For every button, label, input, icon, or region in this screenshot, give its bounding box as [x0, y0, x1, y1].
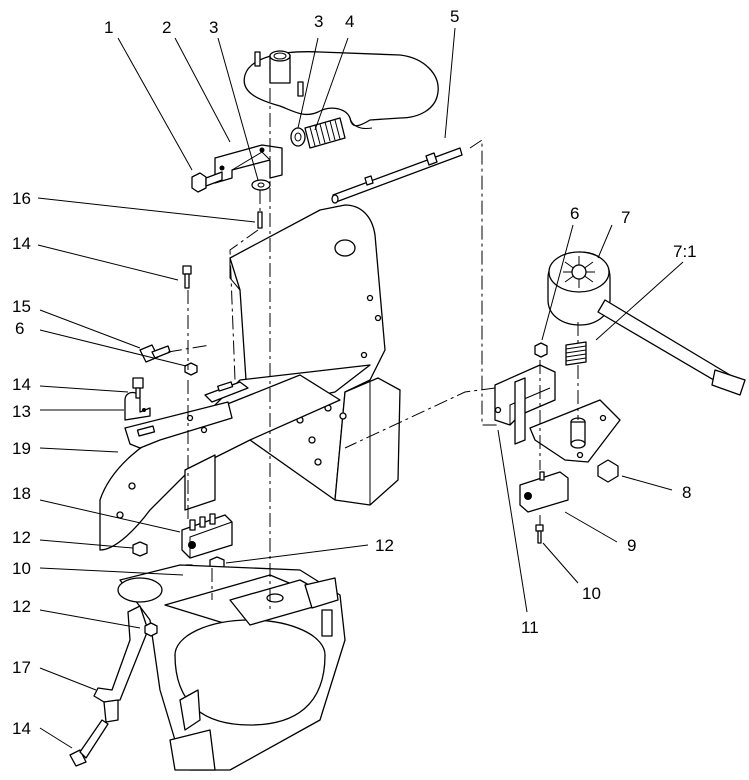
callout-2: 2 — [162, 18, 171, 37]
callout-6a: 6 — [15, 319, 24, 338]
assembly-centerlines — [167, 88, 579, 610]
pin-item-16 — [257, 211, 263, 229]
callout-14c: 14 — [12, 719, 31, 738]
rod-item-5 — [331, 147, 463, 204]
callout-4: 4 — [345, 12, 354, 31]
bolt-item-14-bottom — [69, 719, 109, 767]
callout-15: 15 — [12, 297, 31, 316]
callout-3a: 3 — [209, 18, 218, 37]
lever-item-17 — [93, 605, 149, 723]
spring-item-right — [565, 341, 587, 366]
engine-housing — [117, 564, 346, 771]
callout-3b: 3 — [314, 12, 323, 31]
leader-lines — [37, 27, 684, 749]
callout-18: 18 — [12, 484, 31, 503]
bracket-item-2 — [214, 144, 283, 184]
bolt-item-14-mid — [132, 377, 144, 399]
right-bracket-plate — [494, 364, 621, 463]
callout-7: 7 — [621, 208, 630, 227]
nut-item-6-right — [534, 342, 548, 358]
callout-13: 13 — [12, 402, 31, 421]
plate-item-6-left — [204, 381, 249, 403]
washer-item-3 — [251, 127, 306, 191]
nut-item-8 — [597, 459, 619, 483]
callout-12a: 12 — [12, 528, 31, 547]
spring-item-4 — [304, 117, 346, 149]
nut-item-6-left — [184, 362, 198, 376]
callout-5: 5 — [450, 7, 459, 26]
bracket-item-19 — [99, 374, 341, 551]
shaft-item-7-1 — [597, 299, 746, 396]
callout-16: 16 — [12, 189, 31, 208]
callout-14b: 14 — [12, 375, 31, 394]
callout-10b: 10 — [582, 584, 601, 603]
switch-item-18 — [181, 513, 233, 559]
callout-7-1: 7:1 — [673, 242, 697, 261]
cam-plate — [243, 50, 439, 129]
screw-item-10-right — [535, 524, 544, 544]
callout-19: 19 — [12, 439, 31, 458]
nut-item-12-a — [132, 541, 148, 557]
callouts: 1 2 3 3 4 5 6 7 7:1 16 14 15 6 14 13 19 … — [12, 7, 697, 738]
knob-item-7 — [547, 251, 611, 326]
bolt-item-15 — [139, 344, 171, 363]
stem-item-right — [570, 417, 586, 449]
callout-12c: 12 — [12, 597, 31, 616]
nut-item-12-c — [144, 622, 158, 637]
callout-11: 11 — [521, 618, 539, 637]
switch-item-9 — [519, 471, 569, 513]
callout-10a: 10 — [12, 559, 31, 578]
callout-14a: 14 — [12, 234, 31, 253]
callout-1: 1 — [104, 18, 113, 37]
callout-12b: 12 — [375, 536, 394, 555]
callout-8: 8 — [682, 483, 691, 502]
callout-17: 17 — [12, 658, 31, 677]
bolt-item-1 — [191, 171, 223, 193]
bolt-item-14-top — [182, 265, 192, 289]
callout-9: 9 — [627, 536, 636, 555]
callout-6b: 6 — [570, 204, 579, 223]
